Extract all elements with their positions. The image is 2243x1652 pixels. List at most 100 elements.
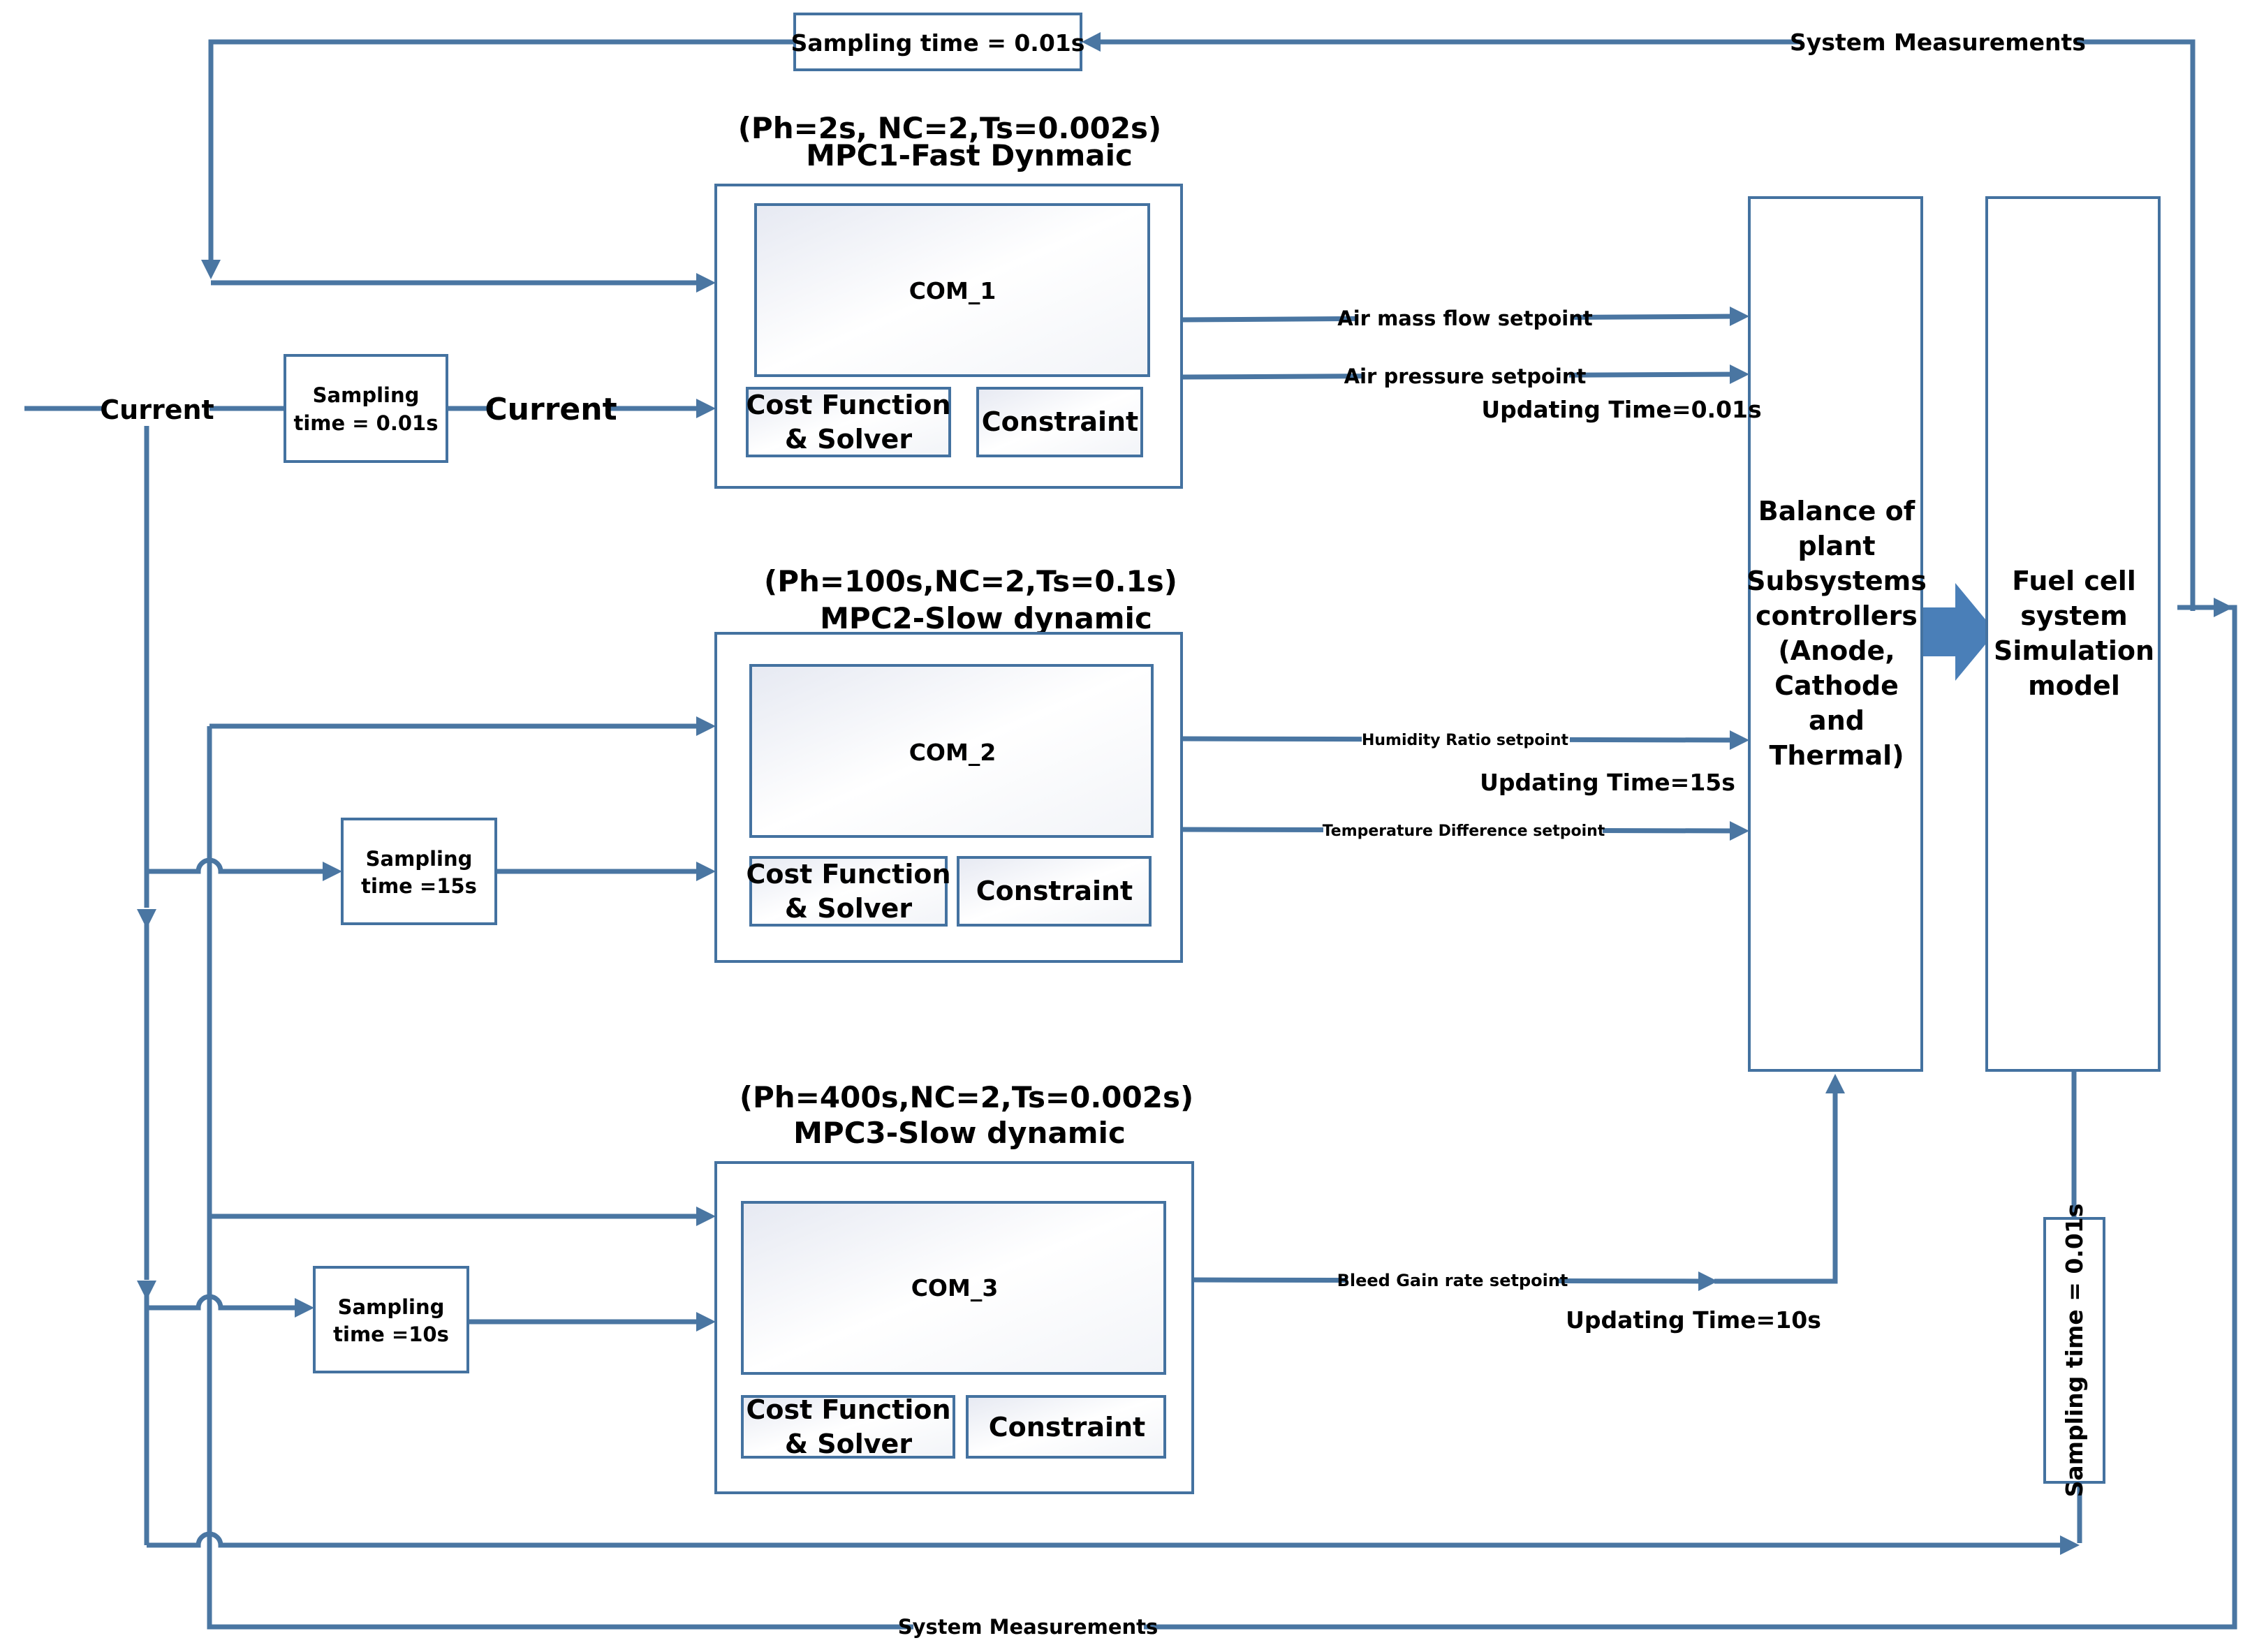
wire-current-to-s15 [147, 857, 328, 874]
mpc2-com-label: COM_2 [909, 739, 997, 766]
sampling-current-line1: Sampling [313, 383, 420, 407]
mpc1-name: MPC1-Fast Dynmaic [806, 138, 1133, 172]
fuelcell-line-3: Simulation [1994, 635, 2154, 666]
wire-current-to-s10 [147, 1294, 302, 1311]
arrowhead-s15 [323, 862, 342, 881]
arrowhead-com1 [696, 273, 716, 293]
bop-line-1: Balance of [1758, 496, 1915, 526]
mpc2-constraint-label: Constraint [976, 876, 1133, 906]
mpc2-cost-line1: Cost Function [746, 859, 950, 890]
mpc1-com-box [754, 203, 1150, 377]
sampling-mpc2-line1: Sampling [366, 847, 473, 871]
fuelcell-box [1985, 196, 2161, 1072]
current-label-left: Current [100, 394, 214, 425]
mpc2-com-box [749, 664, 1154, 838]
sampling-box-right [2043, 1217, 2105, 1484]
arrowhead-top-sampling [1082, 32, 1101, 52]
mpc1-constraint-label: Constraint [982, 406, 1138, 437]
bop-line-2: plant [1797, 531, 1875, 561]
arrowhead-current-mpc1 [696, 399, 716, 418]
mpc2-cost-line2: & Solver [785, 893, 912, 924]
sampling-mpc2-line2: time =15s [361, 874, 477, 898]
bop-line-3: Subsystems [1746, 566, 1927, 596]
wire-mpc3-to-bop [1714, 1086, 1838, 1284]
big-arrow-bop-to-fuelcell [1922, 583, 1996, 681]
mpc1-update-time: Updating Time=0.01s [1481, 396, 1761, 423]
label-bg-bottom-meas [913, 1614, 1144, 1639]
mpc3-cost-box [741, 1395, 955, 1459]
arrowhead-s15-mpc2 [696, 862, 716, 881]
mpc2-output-2: Temperature Difference setpoint [1323, 823, 1605, 840]
mpc1-params: (Ph=2s, NC=2,Ts=0.002s) [738, 111, 1162, 145]
label-bg-mpc2-out2 [1323, 820, 1603, 841]
mpc3-constraint-box [966, 1395, 1166, 1459]
arrowhead-mpc2-out2 [1730, 821, 1749, 841]
mpc3-com-box [741, 1201, 1166, 1375]
wire-top-measurements [1088, 39, 2196, 611]
sampling-box-current [284, 354, 448, 463]
mpc1-com-label: COM_1 [909, 277, 997, 304]
mpc2-output-1: Humidity Ratio setpoint [1362, 732, 1569, 749]
current-label-mid: Current [485, 392, 617, 427]
sampling-box-mpc2 [341, 818, 497, 925]
bop-line-7: and [1809, 705, 1865, 736]
wire-measurement-trunk [207, 605, 2237, 1630]
system-measurements-top: System Measurements [1790, 29, 2086, 56]
fuelcell-line-2: system [2020, 600, 2128, 631]
bop-line-6: Cathode [1774, 670, 1899, 701]
connection-lines [24, 32, 2237, 1630]
arrowhead-current-bottom [2060, 1535, 2080, 1555]
mpc2-params: (Ph=100s,NC=2,Ts=0.1s) [764, 564, 1177, 598]
arrowhead-mpc1-out2 [1730, 364, 1749, 384]
mpc3-output-1: Bleed Gain rate setpoint [1337, 1271, 1568, 1290]
mpc2-cost-box [749, 856, 948, 927]
mpc3-params: (Ph=400s,NC=2,Ts=0.002s) [740, 1080, 1193, 1114]
arrowhead-trunk-2 [137, 1281, 156, 1300]
arrowhead-s10 [295, 1298, 314, 1318]
bop-line-8: Thermal) [1769, 740, 1904, 771]
arrowhead-bop-bottom [1825, 1074, 1845, 1093]
fuelcell-label: Fuel cell system Simulation model [1994, 566, 2154, 701]
sampling-top-label: Sampling time = 0.01s [791, 29, 1085, 57]
bop-label: Balance of plant Subsystems controllers … [1746, 496, 1927, 771]
label-bg-current-mid [493, 389, 609, 427]
mpc1-output-2: Air pressure setpoint [1344, 364, 1587, 388]
arrowhead-mpc3-out [1698, 1271, 1718, 1291]
arrowhead-mpc1-out1 [1730, 307, 1749, 326]
sampling-mpc3-line1: Sampling [338, 1295, 445, 1319]
fuelcell-line-4: model [2028, 670, 2120, 701]
label-bg-mpc1-out2 [1363, 363, 1569, 387]
sampling-box-top [793, 13, 1082, 71]
bop-line-4: controllers [1756, 600, 1918, 631]
label-bg-mpc1-out1 [1356, 304, 1574, 328]
sampling-current-line2: time = 0.01s [294, 411, 439, 435]
mpc3-constraint-label: Constraint [989, 1412, 1145, 1443]
mpc1-cost-line2: & Solver [785, 424, 912, 455]
mpc3-com-label: COM_3 [911, 1274, 999, 1301]
mpc3-name: MPC3-Slow dynamic [793, 1116, 1126, 1150]
label-bg-mpc2-out1 [1362, 729, 1570, 750]
mpc1-output-1: Air mass flow setpoint [1337, 307, 1593, 330]
label-bg-mpc3-out [1348, 1269, 1557, 1292]
sampling-box-mpc3 [313, 1266, 469, 1373]
arrowhead-trunk-1 [137, 909, 156, 929]
label-bg-top-meas [1802, 27, 2074, 57]
mpc3-update-time: Updating Time=10s [1566, 1306, 1821, 1334]
sampling-right-label: Sampling time = 0.01s [2061, 1204, 2088, 1498]
bop-line-5: (Anode, [1778, 635, 1895, 666]
mpc2-constraint-box [957, 856, 1152, 927]
system-measurements-bottom: System Measurements [898, 1615, 1159, 1639]
wire-current-bottom [147, 1531, 2067, 1548]
arrowhead-com2 [696, 716, 716, 736]
mpc2-update-time: Updating Time=15s [1480, 769, 1735, 796]
mpc2-name: MPC2-Slow dynamic [820, 601, 1152, 635]
sampling-mpc3-line2: time =10s [333, 1322, 449, 1346]
arrowhead-mpc2-out1 [1730, 730, 1749, 750]
bop-box [1748, 196, 1923, 1072]
fuelcell-line-1: Fuel cell [2012, 566, 2136, 596]
arrowhead-s10-mpc3 [696, 1312, 716, 1332]
mpc1-constraint-box [976, 387, 1143, 457]
mpc3-cost-line2: & Solver [785, 1429, 912, 1459]
arrowhead-fuelcell-out [2214, 598, 2233, 617]
